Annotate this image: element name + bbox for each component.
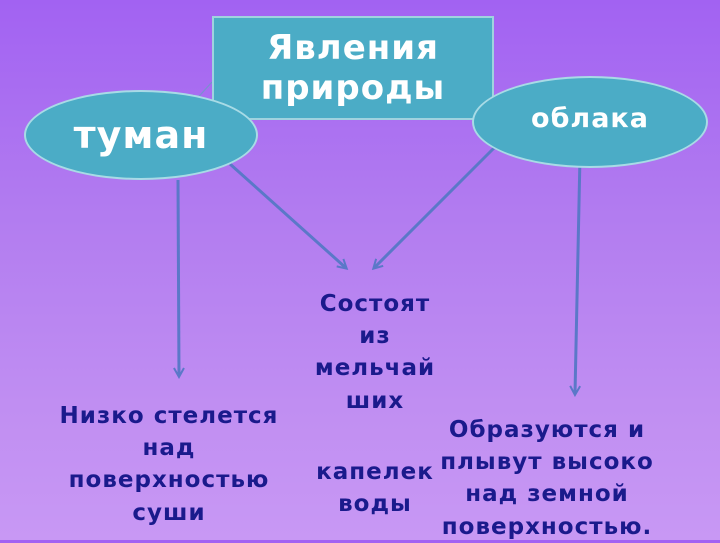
common-description-part1: Состоят из мельчай ших bbox=[314, 291, 436, 414]
clouds-description: Образуются и плывут высоко над земной по… bbox=[440, 417, 654, 540]
node-fog: туман bbox=[24, 90, 258, 180]
common-description-part2: капелек воды bbox=[316, 459, 434, 518]
title-box: Явления природы bbox=[212, 16, 494, 120]
title-text: Явления природы bbox=[260, 27, 446, 108]
fog-description: Низко стелется над поверхностью суши bbox=[59, 403, 279, 526]
arrow-fog-to-description bbox=[178, 179, 179, 376]
node-clouds-label: облака bbox=[531, 102, 649, 134]
arrow-fog-to-center bbox=[228, 162, 346, 268]
node-clouds: облака bbox=[472, 76, 708, 168]
arrow-clouds-to-center bbox=[374, 146, 496, 268]
arrow-clouds-to-description bbox=[575, 155, 582, 394]
node-fog-label: туман bbox=[73, 113, 209, 157]
